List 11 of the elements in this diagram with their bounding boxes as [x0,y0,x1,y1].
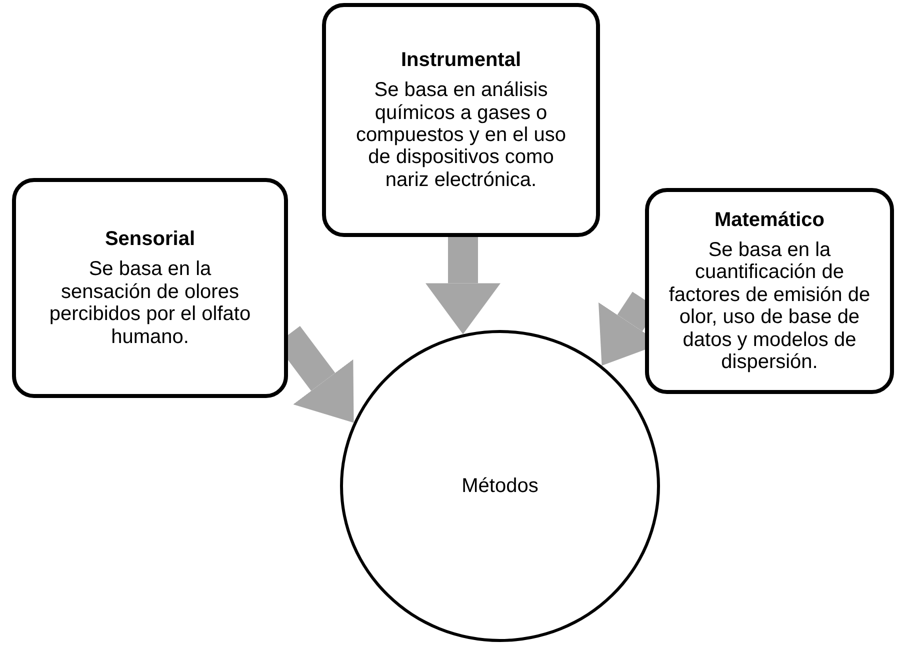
box-heading: Matemático [714,208,825,232]
box-heading: Instrumental [400,48,522,72]
category-box [645,188,894,394]
arrow [426,237,500,334]
box-text: Se basa en la cuantificación de factores de emisión de olor, uso de base de datos y modelos de dispersión. [668,239,872,374]
box-text: Se basa en análisis químicos a gases o compuestos y en el uso de dispositivos como nariz electrónica. [354,79,568,192]
box-text: Métodos [462,474,538,498]
box-text: Se basa en la sensación de olores percibidos por el olfato humano. [48,258,252,348]
category-box [12,178,288,398]
category-box [322,3,600,237]
box-heading: Sensorial [104,228,196,250]
